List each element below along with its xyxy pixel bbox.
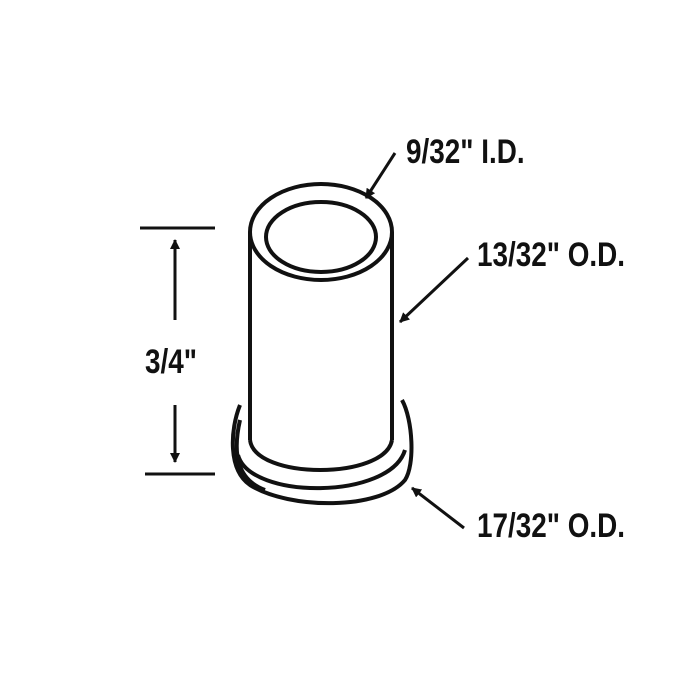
- dimension-lines: [140, 152, 470, 530]
- inner-diameter-label: 9/32" I.D.: [406, 133, 525, 171]
- tube-base-curve: [248, 439, 394, 472]
- flange-edge: [234, 419, 266, 492]
- flange-lower-rim: [236, 449, 407, 491]
- flange-outline: [230, 399, 414, 506]
- inner-rim: [264, 200, 378, 274]
- height-label: 3/4": [145, 343, 197, 381]
- outer-diameter-label: 13/32" O.D.: [477, 236, 626, 274]
- flange-diameter-label: 17/32" O.D.: [477, 507, 626, 545]
- outer-rim: [248, 182, 394, 282]
- bushing-body: [230, 182, 414, 506]
